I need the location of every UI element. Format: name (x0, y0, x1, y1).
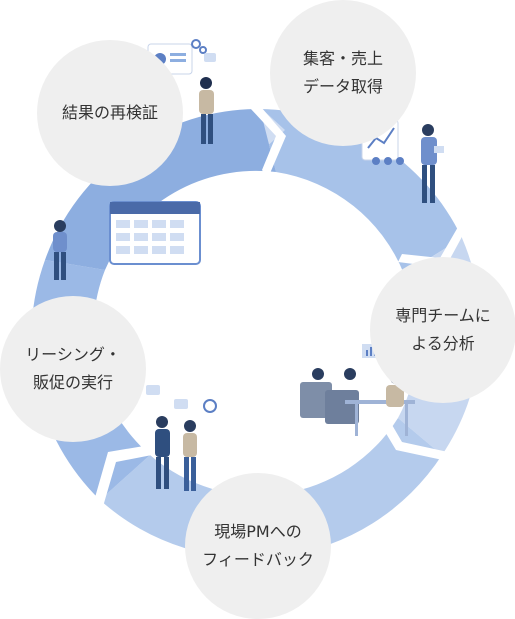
step-bubble-analysis: 専門チームに よる分析 (370, 257, 515, 403)
step-bubble-feedback: 現場PMへの フィードバック (185, 473, 331, 619)
ring-arrow-2 (398, 220, 470, 268)
step-label-line: よる分析 (411, 334, 475, 353)
step-label-line: 販促の実行 (32, 373, 113, 392)
ring-arrow-3 (378, 418, 452, 462)
step-label-line: データ取得 (302, 77, 383, 96)
two-people-talking-icon (146, 385, 217, 491)
step-label-line: フィードバック (202, 550, 314, 569)
ring-segment-1 (260, 109, 462, 274)
step-bubble-leasing: リーシング・ 販促の実行 (0, 296, 146, 442)
ring-arrow-1 (250, 100, 286, 178)
ring-segment-6 (45, 108, 276, 270)
step-label-line: リーシング・ (25, 345, 121, 364)
step-label-line: 現場PMへの (214, 522, 302, 541)
step-label-line: 専門チームに (395, 306, 491, 325)
ring-arrow-4 (92, 445, 152, 510)
ring-segment-4 (100, 418, 442, 559)
step-bubble-reverify: 結果の再検証 (37, 40, 183, 186)
step-bubble-data: 集客・売上 データ取得 (270, 0, 416, 146)
team-meeting-icon (300, 344, 415, 436)
step-label-line: 集客・売上 (302, 49, 383, 68)
step-label-line: 結果の再検証 (61, 103, 158, 122)
person-with-calendar-icon (53, 201, 201, 280)
